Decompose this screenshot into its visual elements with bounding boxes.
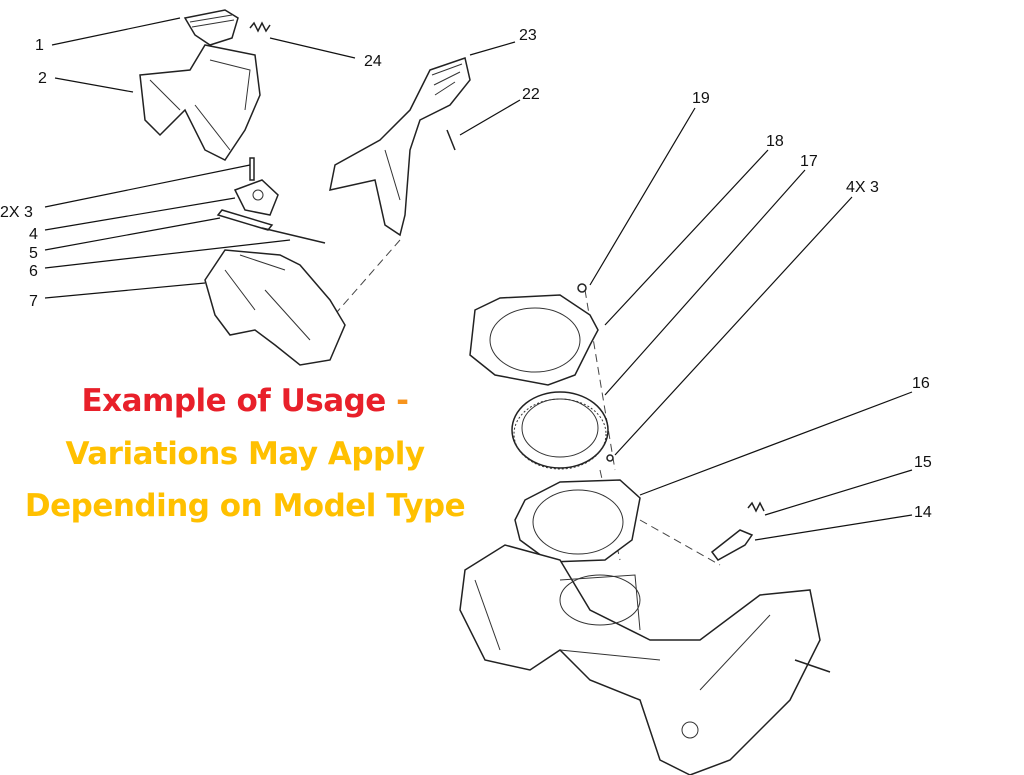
callout-2: 2 — [38, 70, 47, 87]
callout-2x3: 2X 3 — [0, 204, 33, 221]
callout-19: 19 — [692, 90, 710, 107]
callout-17: 17 — [800, 153, 818, 170]
part-knob — [183, 9, 239, 46]
leader-lines — [44, 17, 913, 541]
part-spring-24 — [249, 21, 271, 33]
callout-1: 1 — [35, 37, 44, 54]
notice-line-2: Variations May Apply — [65, 436, 425, 472]
notice-dash: - — [396, 383, 409, 419]
part-bolt-19 — [577, 283, 587, 293]
callout-15: 15 — [914, 454, 932, 471]
part-base-ring — [514, 479, 641, 563]
notice-line-1: Example of Usage - — [0, 383, 490, 419]
part-bolt-4x3 — [606, 454, 614, 462]
callout-4: 4 — [29, 226, 38, 243]
part-rod — [261, 227, 326, 244]
callout-6: 6 — [29, 263, 38, 280]
callout-5: 5 — [29, 245, 38, 262]
part-housing — [139, 44, 261, 161]
part-chute-plate — [469, 294, 599, 386]
notice-example-text: Example of Usage — [81, 383, 386, 419]
callout-18: 18 — [766, 133, 784, 150]
callout-7: 7 — [29, 293, 38, 310]
callout-14: 14 — [914, 504, 932, 521]
part-bracket — [233, 157, 279, 216]
callout-22: 22 — [522, 86, 540, 103]
part-ring-gear — [511, 391, 609, 470]
callout-16: 16 — [912, 375, 930, 392]
part-chute — [329, 57, 471, 237]
part-lower-housing — [204, 249, 346, 366]
part-lever — [710, 529, 754, 561]
notice-line-3: Depending on Model Type — [24, 488, 466, 524]
part-frame — [459, 544, 831, 775]
part-bolt-22 — [446, 129, 456, 151]
callout-4x3: 4X 3 — [846, 179, 879, 196]
callout-23: 23 — [519, 27, 537, 44]
part-spring-15 — [747, 501, 765, 513]
callout-24: 24 — [364, 53, 382, 70]
